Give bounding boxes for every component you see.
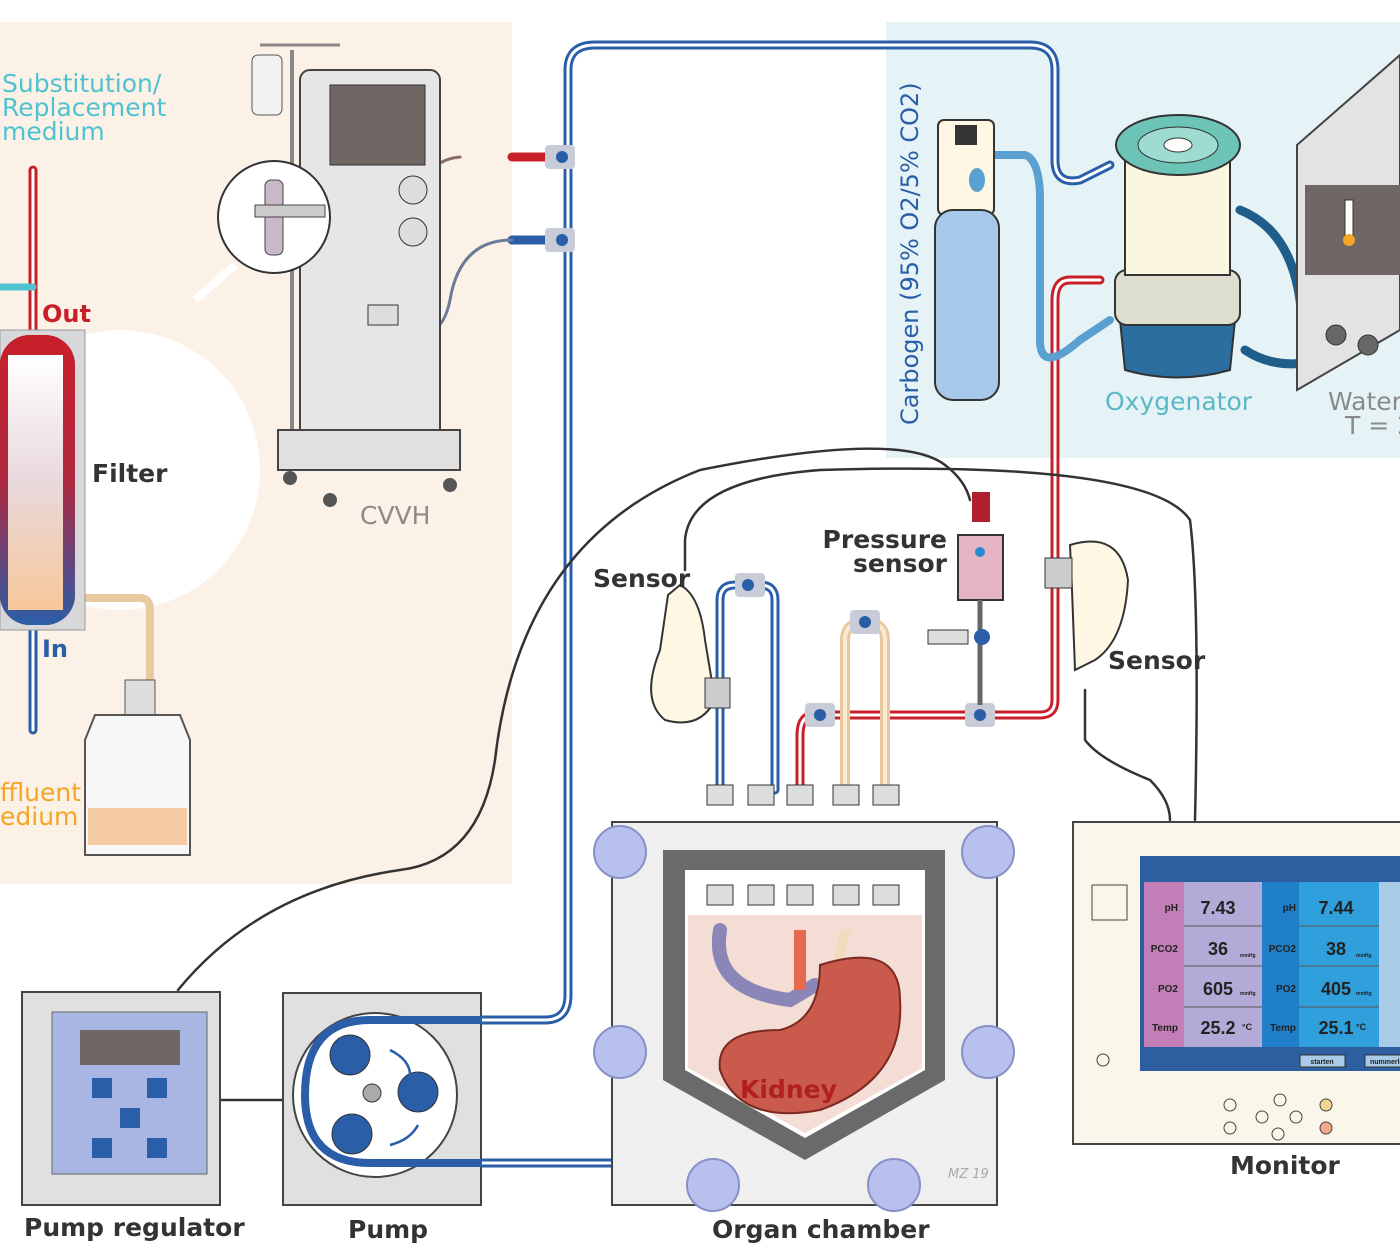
cvvh-label: CVVH [360, 501, 430, 530]
filter-label: Filter [92, 459, 168, 488]
start-button-label[interactable]: starten [1310, 1059, 1333, 1066]
effluent-bag [84, 679, 191, 856]
flow-sensor-left [650, 583, 731, 724]
pump-regulator [21, 991, 221, 1206]
param-label: PO2 [1158, 984, 1178, 995]
substitution-label: Substitution/ [2, 69, 162, 98]
temp-value-left: 25.2 [1200, 1018, 1235, 1038]
artist-signature: MZ 19 [948, 1167, 989, 1182]
monitor-device: pH PCO2 PO2 Temp pH PCO2 PO2 Temp 7.43 3… [1072, 821, 1400, 1145]
organ-chamber [593, 784, 1015, 1212]
param-label: PCO2 [1269, 944, 1297, 955]
flow-sensor-right [1044, 540, 1130, 672]
kidney-label: Kidney [740, 1075, 837, 1104]
param-label: PCO2 [1151, 944, 1179, 955]
param-label: Temp [1270, 1023, 1296, 1034]
organ-chamber-label: Organ chamber [712, 1215, 930, 1244]
zoom-connector [192, 261, 238, 304]
pressure-sensor-label: Pressure [823, 525, 947, 554]
out-label: Out [42, 300, 91, 328]
water-label: Water [1328, 387, 1400, 416]
oxygenator [1114, 114, 1241, 379]
connectors [545, 145, 995, 727]
unit: mmHg [1240, 991, 1256, 997]
substitution-label: medium [2, 117, 105, 146]
po2-value-right: 405 [1321, 979, 1351, 999]
start-button[interactable] [1299, 1054, 1346, 1068]
carbogen-label: Carbogen (95% O2/5% CO2) [896, 82, 924, 425]
temp-value-right: 25.1 [1318, 1018, 1353, 1038]
po2-value-left: 605 [1203, 979, 1233, 999]
pump-regulator-label: Pump regulator [24, 1213, 245, 1242]
substitution-label: Replacement [2, 93, 166, 122]
cvvh-machine [217, 43, 461, 507]
in-label: In [42, 635, 68, 663]
number-button-label[interactable]: nummerlek [1370, 1059, 1400, 1066]
tubing [0, 40, 1365, 1168]
unit: mmHg [1356, 953, 1372, 959]
hemofilter [0, 329, 86, 631]
unit: °C [1356, 1022, 1367, 1032]
pump-label: Pump [348, 1215, 428, 1244]
effluent-label: edium [0, 802, 78, 831]
unit: °C [1242, 1022, 1253, 1032]
ph-value-left: 7.43 [1200, 898, 1235, 918]
monitor-label: Monitor [1230, 1151, 1341, 1180]
pco2-value-right: 38 [1326, 939, 1346, 959]
pressure-sensor-label: sensor [853, 549, 948, 578]
param-label: PO2 [1276, 984, 1296, 995]
unit: mmHg [1240, 953, 1256, 959]
roller-pump [282, 992, 482, 1206]
water-bath [1296, 53, 1400, 392]
pco2-value-left: 36 [1208, 939, 1228, 959]
ph-value-right: 7.44 [1318, 898, 1353, 918]
carbogen-cylinder [934, 119, 1000, 401]
param-label: pH [1283, 903, 1296, 914]
left-label-column [1144, 882, 1184, 1047]
sensor-label-left: Sensor [593, 564, 691, 593]
labels: Substitution/ Replacement medium Out In … [0, 69, 1400, 1244]
water-temp-label: T = 2 [1344, 411, 1400, 440]
unit: mmHg [1356, 991, 1372, 997]
number-button[interactable] [1364, 1054, 1400, 1068]
oxygenator-label: Oxygenator [1105, 387, 1253, 416]
pressure-sensor [927, 492, 1004, 705]
param-label: Temp [1152, 1023, 1178, 1034]
effluent-label: ffluent [0, 778, 81, 807]
param-label: pH [1165, 903, 1178, 914]
sensor-label-right: Sensor [1108, 646, 1206, 675]
